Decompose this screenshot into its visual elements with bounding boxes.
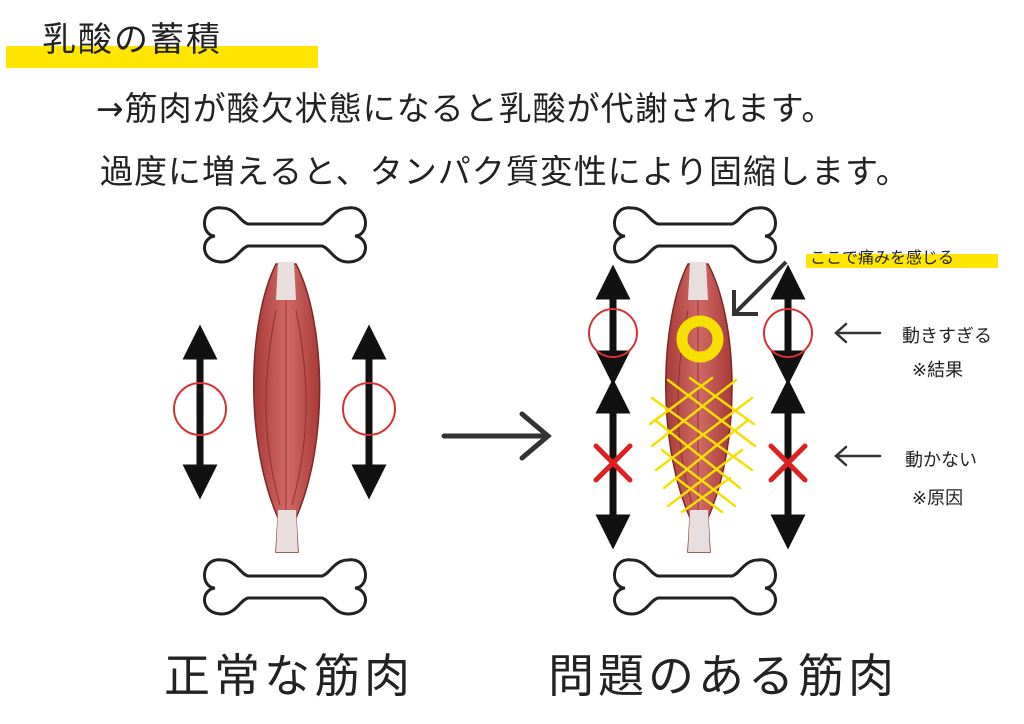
description-line-1: →筋肉が酸欠状態になると乳酸が代謝されます。 — [96, 89, 836, 128]
pointer-arrow-moves — [834, 322, 882, 344]
does-not-move-label: 動かない — [905, 450, 977, 471]
normal-muscle — [253, 262, 321, 553]
bone-bottom-right — [613, 558, 777, 616]
page-title: 乳酸の蓄積 — [42, 20, 222, 60]
normal-muscle-caption: 正常な筋肉 — [164, 649, 414, 703]
knot-crosshatch — [648, 376, 757, 514]
circle-right-inner — [763, 308, 813, 358]
description-line-2: 過度に増えると、タンパク質変性により固縮します。 — [100, 152, 910, 191]
cause-note: ※原因 — [912, 488, 964, 509]
pain-label-highlight — [806, 254, 998, 268]
pain-pointer-arrowhead — [732, 290, 758, 316]
transition-arrow — [441, 411, 552, 461]
pain-point-marker — [676, 315, 724, 363]
title-highlight — [6, 46, 318, 68]
pain-pointer-arrow — [734, 260, 788, 314]
bone-bottom-left — [203, 558, 367, 616]
bone-top-right — [613, 206, 777, 264]
circle-left-outer — [173, 382, 227, 436]
circle-right-outer — [588, 308, 638, 358]
cross-right-outer — [593, 443, 633, 483]
pointer-arrow-static — [834, 445, 882, 467]
problem-muscle-caption: 問題のある筋肉 — [548, 649, 898, 703]
circle-left-inner — [342, 382, 396, 436]
result-note: ※結果 — [912, 360, 964, 381]
cross-right-inner — [768, 443, 808, 483]
problem-muscle — [665, 262, 733, 553]
pain-label: ここで痛みを感じる — [810, 248, 955, 267]
bone-top-left — [203, 206, 367, 264]
moves-too-much-label: 動きすぎる — [902, 326, 992, 347]
